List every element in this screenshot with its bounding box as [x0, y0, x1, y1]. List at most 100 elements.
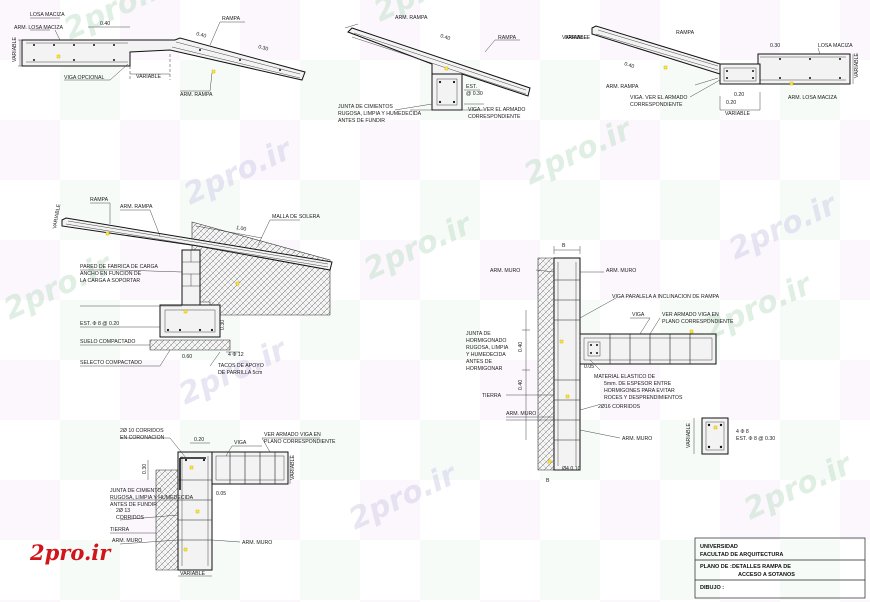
concrete-section: [21, 37, 306, 81]
label-junta-2: RUGOSA, LIMPIA Y HUMEDECIDA: [110, 495, 194, 501]
label-variable: VARIABLE: [562, 35, 588, 41]
label-variable: VARIABLE: [686, 422, 692, 448]
detail-beam-cross-section: VARIABLE 4 Φ 8 EST. Φ 8 @ 0.30: [686, 417, 775, 455]
label-malla: MALLA DE SOLERA: [272, 214, 320, 220]
dim-040: 0.40: [518, 342, 524, 352]
label-losa-maciza: LOSA MACIZA: [30, 12, 65, 18]
title-block: UNIVERSIDAD FACULTAD DE ARQUITECTURA PLA…: [694, 537, 866, 599]
dim-040: 0.40: [439, 33, 451, 42]
label-mat-4: ROCES Y DESPRENDIMIENTOS: [604, 395, 683, 401]
label-viga-1: VIGA. VER EL ARMADO: [468, 107, 525, 113]
label-pared-2: ANCHO EN FUNCION DE: [80, 271, 142, 277]
label-corr-1: 2Ø 10 CORRIDOS: [120, 428, 164, 434]
label-tierra: TIERRA: [482, 393, 502, 399]
label-ver-2: PLANO CORRESPONDIENTE: [662, 319, 734, 325]
dim-020b: 0.20: [726, 100, 736, 106]
label-phi12: 4 Φ 12: [228, 352, 244, 358]
beam-section: [719, 63, 761, 85]
label-junta-2: RUGOSA, LIMPIA Y HUMEDECIDA: [338, 111, 422, 117]
label-tacos-1: TACOS DE APOYO: [218, 363, 264, 369]
label-mat-3: HORMIGONES PARA EVITAR: [604, 388, 675, 394]
label-ver-1: VER ARMADO VIGA EN: [662, 312, 719, 318]
label-ver-2: PLANO CORRESPONDIENTE: [264, 439, 336, 445]
wall-elevation: [177, 451, 213, 571]
detail-slab-ramp-junction: LOSA MACIZA ARM. LOSA MACIZA VARIABLE 0.…: [12, 12, 306, 98]
dim-030: 0.30: [770, 43, 780, 49]
label-corr-2: EN CORONACION: [120, 435, 165, 441]
label-junta-4: Y HUMEDECIDA: [466, 352, 506, 358]
title-university: UNIVERSIDAD: [700, 544, 738, 550]
title-faculty: FACULTAD DE ARQUITECTURA: [700, 552, 783, 558]
dim-040: 0.40: [100, 21, 110, 27]
label-selecto: SELECTO COMPACTADO: [80, 360, 142, 366]
label-b: B: [562, 243, 566, 249]
label-junta-1: JUNTA DE: [466, 331, 491, 337]
label-n2: EST. Φ 8 @ 0.30: [736, 436, 775, 442]
label-rampa: RAMPA: [498, 35, 517, 41]
label-suelo: SUELO COMPACTADO: [80, 339, 135, 345]
beam-cross-section: [701, 417, 729, 455]
label-viga-2: CORRESPONDIENTE: [468, 114, 521, 120]
beam-elevation: [579, 333, 717, 365]
label-ver-1: VER ARMADO VIGA EN: [264, 432, 321, 438]
label-junta-2: HORMIGONADO: [466, 338, 506, 344]
footing: [159, 304, 221, 338]
label-variable-b: VARIABLE: [136, 74, 162, 80]
soil-left: [537, 257, 555, 471]
label-n1: 4 Φ 8: [736, 429, 749, 435]
detail-ramp-slab-junction: VARIABLE RAMPA 0.30 LOSA MACIZA 0.40 ARM…: [565, 25, 860, 117]
title-plano-value-2: ACCESO A SOTANOS: [738, 572, 795, 578]
label-junta-3: RUGOSA, LIMPIA: [466, 345, 509, 351]
label-variable-side: VARIABLE: [854, 52, 860, 78]
dim-030: @ 0.30: [466, 91, 483, 97]
dim-040b: 0.40: [195, 31, 206, 39]
label-rampa: RAMPA: [676, 30, 695, 36]
label-arm-losa-maciza: ARM. LOSA MACIZA: [14, 25, 64, 31]
label-arm-muro: ARM. MURO: [112, 538, 142, 544]
dim-040: 0.40: [623, 61, 635, 70]
label-mat-2: 5mm. DE ESPESOR ENTRE: [604, 381, 672, 387]
dim-030: 0.30: [220, 320, 226, 330]
label-corridos: 2Ø16 CORRIDOS: [598, 404, 641, 410]
label-arm-rampa: ARM. RAMPA: [606, 84, 639, 90]
soil-left: [155, 469, 179, 571]
label-est: EST. Φ 8 @ 0.20: [80, 321, 119, 327]
logo-text: 2pro.ir: [29, 540, 112, 565]
dim-040b: 0.40: [518, 380, 524, 390]
title-plano-label: PLANO DE :: [700, 564, 732, 570]
dim-005: 0.05: [216, 491, 226, 497]
compacted-base: [149, 339, 231, 351]
label-junta-5: ANTES DE: [466, 359, 492, 365]
beam-elevation: [211, 451, 289, 485]
beam-section: [431, 73, 463, 111]
label-b-bottom: B: [546, 478, 550, 484]
label-arm-rampa: ARM. RAMPA: [395, 15, 428, 21]
label-variable: VARIABLE: [12, 36, 18, 62]
label-rampa: RAMPA: [90, 197, 109, 203]
label-arm-muro-c: ARM. MURO: [506, 411, 536, 417]
label-tacos-2: DE PARRILLA 5cm: [218, 370, 262, 376]
label-rampa: RAMPA: [222, 16, 241, 22]
detail-ramp-ground-support: VARIABLE RAMPA ARM. RAMPA 1.00 MALLA DE …: [52, 197, 333, 376]
label-junta-1: JUNTA DE CIMIENTOS: [338, 104, 393, 110]
label-arm-muro: ARM. MURO: [490, 268, 520, 274]
detail-wall-beam-junction: B ARM. MURO ARM. MURO VIGA PARALELA A IN…: [466, 243, 734, 484]
label-variable: VARIABLE: [290, 454, 296, 480]
label-arm-losa-maciza: ARM. LOSA MACIZA: [788, 95, 838, 101]
label-losa-maciza: LOSA MACIZA: [818, 43, 853, 49]
label-arm-muro-b: ARM. MURO: [242, 540, 272, 546]
label-arm-muro-d: ARM. MURO: [622, 436, 652, 442]
dim-100: 1.00: [236, 225, 247, 233]
dim-010: Ø4 0.10: [562, 466, 581, 472]
label-junta-3: ANTES DE FUNDIR: [110, 502, 157, 508]
label-est: EST.: [466, 84, 477, 90]
label-variable: VARIABLE: [52, 203, 62, 229]
dim-020: 0.20: [734, 92, 744, 98]
label-variable: VARIABLE: [565, 35, 591, 41]
label-corr-4: CORRIDOS: [116, 515, 144, 521]
label-viga: VIGA: [632, 312, 645, 318]
dim-020: 0.20: [194, 437, 204, 443]
dim-060: 0.60: [182, 354, 192, 360]
label-viga-opcional: VIGA OPCIONAL: [64, 75, 104, 81]
